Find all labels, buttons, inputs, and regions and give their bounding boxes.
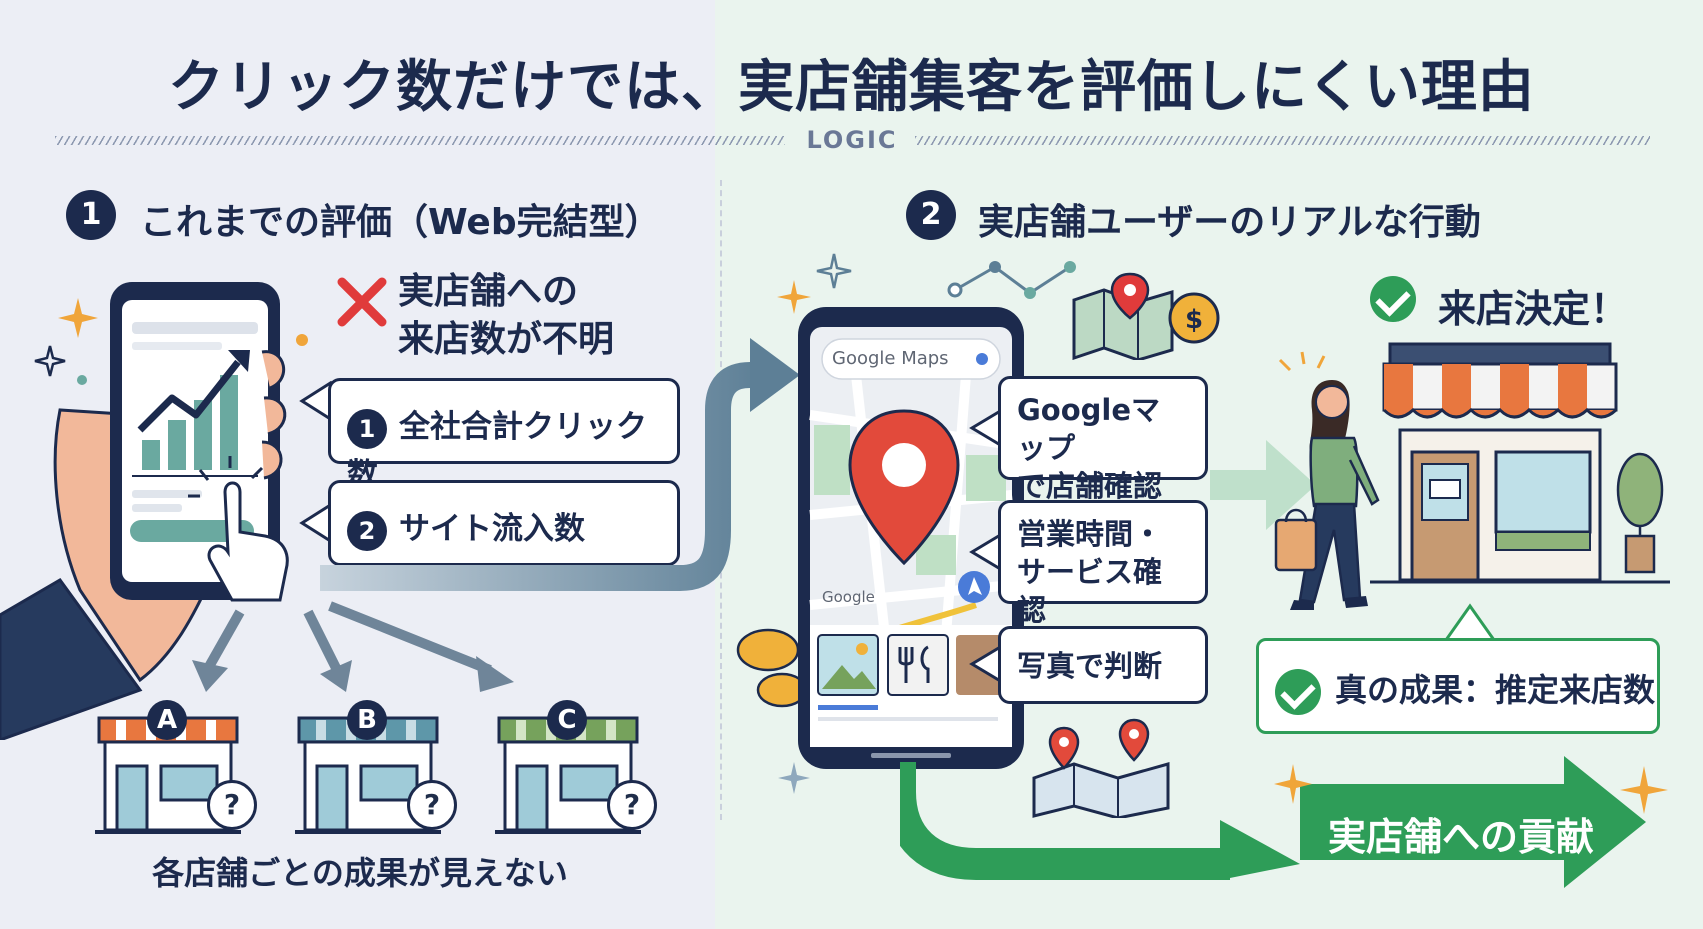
decision-label: 来店決定！	[1438, 287, 1629, 331]
action-1-line-1: Googleマップ	[1017, 393, 1161, 465]
check-icon	[1275, 669, 1321, 715]
arrow-icon	[1210, 440, 1316, 530]
callout-tail	[1444, 603, 1496, 641]
sparkle-icon	[778, 762, 810, 794]
action-callout-1: Googleマップ で店舗確認	[998, 376, 1208, 503]
flow-arrow-icon	[320, 338, 800, 591]
contribution-label: 実店舗への貢献	[1328, 815, 1595, 859]
phone-chart-icon	[132, 350, 258, 477]
folded-map-icon	[1072, 272, 1174, 360]
result-label: 真の成果：推定来店数	[1335, 671, 1656, 709]
callout-tail	[969, 644, 1003, 684]
metric-callout-2: 2 サイト流入数	[328, 480, 680, 566]
action-1-line-2: で店舗確認	[1017, 469, 1163, 503]
sparkle-icon	[1620, 766, 1668, 814]
problem-text: 実店舗への 来店数が不明	[398, 268, 614, 364]
contribution-arrow	[1300, 756, 1646, 888]
page-title: クリック数だけでは、実店舗集客を評価しにくい理由	[168, 55, 1535, 120]
store-a-letter: A	[147, 700, 187, 740]
arrow-icon	[900, 762, 1300, 880]
section-2-heading: 実店舗ユーザーのリアルな行動	[978, 202, 1481, 243]
maps-search-bar[interactable]: Google Maps	[832, 348, 949, 369]
sparkle-icon	[34, 298, 98, 385]
question-icon: ?	[607, 780, 657, 830]
callout-tail	[969, 408, 1003, 448]
action-callout-3: 写真で判断	[998, 626, 1208, 704]
metric-1-label: 全社合計クリック数	[347, 409, 647, 493]
callout-tail	[969, 532, 1003, 572]
metric-2-number: 2	[347, 510, 387, 551]
problem-text-line-2: 来店数が不明	[398, 319, 615, 360]
stores-row: A ? B ? C ?	[95, 700, 657, 840]
callout-tail	[299, 380, 333, 422]
store-b-letter: B	[347, 700, 387, 740]
section-2-number: 2	[906, 190, 956, 240]
section-1-heading: これまでの評価（Web完結型）	[140, 202, 661, 243]
store-arrows	[192, 601, 514, 692]
cutlery-icon	[887, 634, 949, 696]
metric-1-number: 1	[347, 408, 387, 449]
cross-icon	[337, 277, 387, 327]
result-box: 真の成果：推定来店数	[1256, 638, 1660, 734]
logic-label: LOGIC	[806, 126, 898, 154]
action-2-line-2: サービス確認	[1017, 555, 1163, 627]
callout-tail	[299, 502, 333, 544]
svg-text:$: $	[1185, 305, 1203, 335]
question-icon: ?	[207, 780, 257, 830]
sleeve	[0, 578, 143, 740]
shop-front-icon	[1370, 342, 1670, 584]
action-3-line-1: 写真で判断	[1017, 649, 1163, 683]
section-1-number: 1	[66, 190, 116, 240]
folded-map-icon	[1032, 718, 1170, 818]
hatch-divider-left	[55, 136, 785, 145]
store-c-letter: C	[547, 700, 587, 740]
woman-shopper-icon	[1274, 351, 1380, 610]
maps-watermark: Google	[822, 588, 875, 606]
pointer-hand-icon	[188, 456, 289, 602]
action-callout-2: 営業時間・ サービス確認	[998, 500, 1208, 627]
decor-dot	[296, 334, 308, 346]
action-2-line-1: 営業時間・	[1017, 517, 1163, 551]
check-icon	[1370, 276, 1416, 322]
question-icon: ?	[407, 780, 457, 830]
sparkle-icon	[1274, 764, 1312, 804]
maps-phone-icon	[798, 307, 1024, 769]
route-icon	[947, 261, 1076, 299]
sparkle-icon	[777, 253, 852, 314]
hand-holding-phone	[0, 282, 289, 740]
coin-icon: $	[1168, 292, 1220, 344]
hatch-divider-right	[915, 136, 1650, 145]
left-caption: 各店舗ごとの成果が見えない	[152, 854, 568, 892]
metric-2-label: サイト流入数	[399, 511, 585, 547]
mic-icon	[976, 353, 988, 365]
problem-text-line-1: 実店舗への	[398, 271, 579, 312]
